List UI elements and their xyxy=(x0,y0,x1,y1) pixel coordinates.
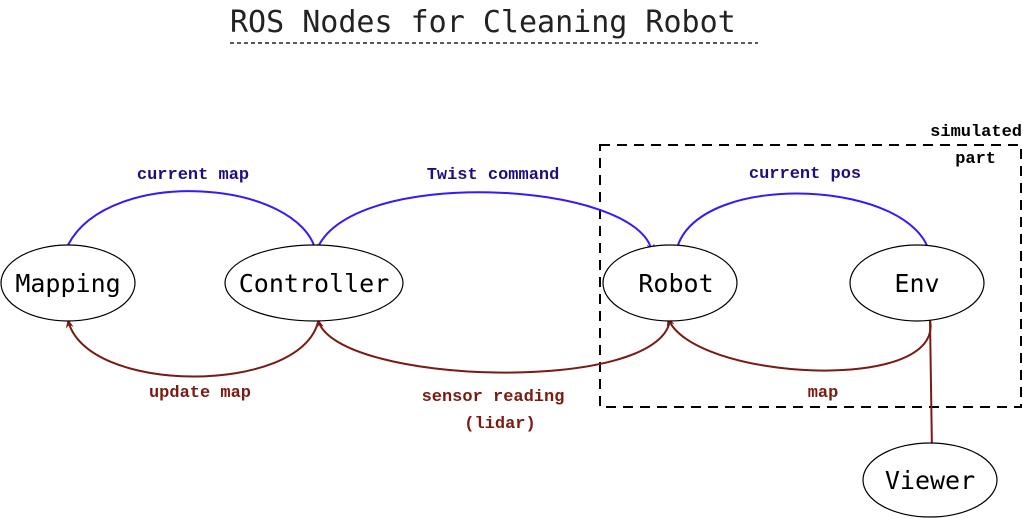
simulated-part-boundary xyxy=(599,144,1022,408)
node-label: Viewer xyxy=(885,466,975,495)
node-label: Controller xyxy=(239,269,390,298)
diagram-title: ROS Nodes for Cleaning Robot xyxy=(230,5,736,40)
edge-label-current-pos: current pos xyxy=(749,165,861,184)
edge-update-map xyxy=(65,319,319,378)
edge-env-to-viewer xyxy=(927,319,936,453)
node-label: Env xyxy=(894,269,939,298)
edge-label-map: map xyxy=(808,384,839,403)
group-label-line2: part xyxy=(955,150,996,169)
edge-label-current-map: current map xyxy=(137,166,249,185)
edge-label-sensor-reading-sub: (lidar) xyxy=(464,415,535,434)
group-label-line1: simulated xyxy=(930,123,1022,142)
node-label: Mapping xyxy=(15,269,120,298)
edge-current-map xyxy=(67,190,319,253)
edge-label-update-map: update map xyxy=(149,384,251,403)
node-robot: Robot xyxy=(602,244,738,322)
node-label: Robot xyxy=(638,269,713,298)
node-controller: Controller xyxy=(224,244,404,322)
edge-map xyxy=(666,317,932,372)
edge-label-twist-command: Twist command xyxy=(427,166,560,185)
node-env: Env xyxy=(849,244,985,322)
edge-label-sensor-reading: sensor reading xyxy=(422,388,565,407)
node-mapping: Mapping xyxy=(0,244,136,322)
edge-current-pos xyxy=(677,192,933,256)
edge-sensor-reading xyxy=(316,319,671,374)
edge-twist-command xyxy=(315,191,655,253)
node-viewer: Viewer xyxy=(862,442,998,518)
